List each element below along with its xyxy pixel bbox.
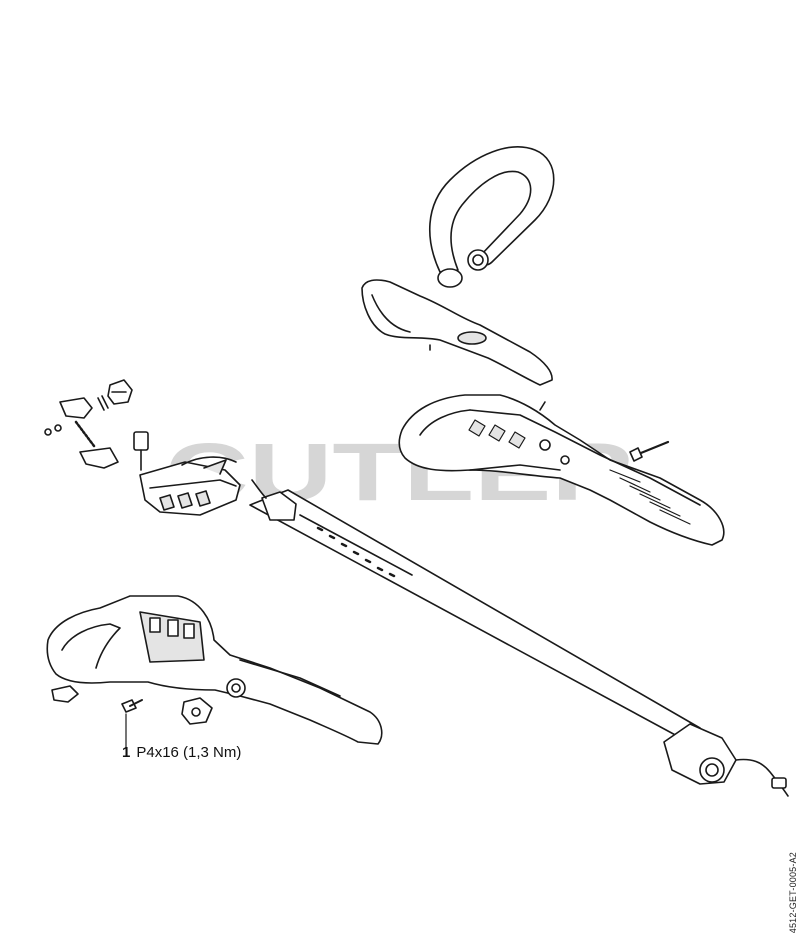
switch-unit <box>139 456 241 516</box>
motor-housing-half <box>398 394 725 546</box>
switch-parts <box>44 379 149 471</box>
small-clip <box>51 685 79 703</box>
document-id: 4512-GET-0005-A2 <box>788 851 798 933</box>
front-handle <box>428 146 555 288</box>
callout-text: P4x16 (1,3 Nm) <box>136 744 242 761</box>
callout-number: 1 <box>122 744 131 761</box>
handle-cover <box>361 279 553 386</box>
callout-1: 1 P4x16 (1,3 Nm) <box>122 744 241 761</box>
screw-p4x16 <box>121 699 143 713</box>
adjuster-knob <box>181 697 213 725</box>
housing-screw <box>629 440 670 462</box>
shaft-end-coupling <box>663 723 789 797</box>
rear-handle <box>46 595 383 745</box>
